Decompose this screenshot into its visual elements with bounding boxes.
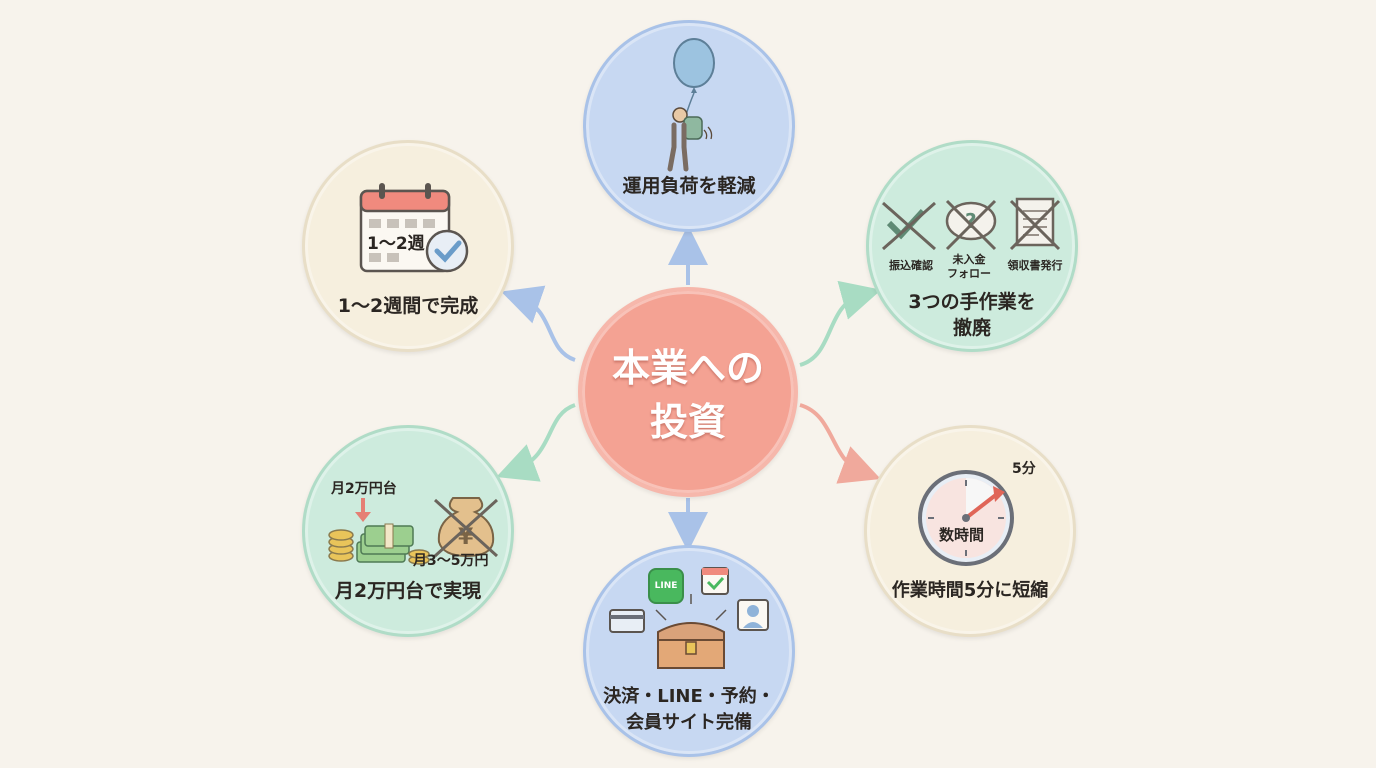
node-remove-manual-tasks: ? 振込確認 未入金 フォロー 領収書発行 3つの手作業を 撤廃 xyxy=(866,140,1078,352)
node-remove-manual-tasks-line2: 撤廃 xyxy=(952,317,991,339)
task-deposit-check: 振込確認 xyxy=(889,259,933,272)
node-complete-weeks-label: 1〜2週間で完成 xyxy=(337,295,479,317)
arrow-to-bottom-left xyxy=(496,403,576,482)
node-low-cost: 月2万円台 ¥ 月3〜5万円 月2万円台で実現 xyxy=(302,425,514,637)
money-icon: ¥ xyxy=(328,497,499,565)
clock-center-text: 数時間 xyxy=(939,526,985,544)
calendar-icon xyxy=(359,183,469,273)
task-unpaid-followup: 未入金 フォロー xyxy=(947,253,991,280)
node-reduce-load: 運用負荷を軽減 xyxy=(583,20,795,232)
crossed-task-icons: ? xyxy=(882,197,1061,251)
cost-after-text: 月2万円台 xyxy=(331,481,397,497)
node-full-features-line2: 会員サイト完備 xyxy=(626,712,752,733)
feature-chest-icon xyxy=(609,567,769,669)
node-remove-manual-tasks-label: 3つの手作業を 撤廃 xyxy=(869,289,1075,341)
center-title: 本業への 投資 xyxy=(582,341,794,449)
arrow-to-top-left xyxy=(501,285,576,362)
node-reduce-load-label: 運用負荷を軽減 xyxy=(622,175,756,197)
clock-marker-text: 5分 xyxy=(1012,461,1036,477)
node-full-features: LINE 決済・LINE・予約・ 会員サイト完備 xyxy=(583,545,795,757)
center-title-line1: 本業への xyxy=(611,346,764,390)
cost-before-text: 月3〜5万円 xyxy=(413,553,489,569)
node-time-saving: 5分 数時間 作業時間5分に短縮 xyxy=(864,425,1076,637)
node-time-saving-label: 作業時間5分に短縮 xyxy=(891,580,1049,601)
arrow-to-bottom-right xyxy=(799,403,881,484)
line-app-icon: LINE xyxy=(648,568,684,604)
clock-icon xyxy=(918,470,1014,566)
center-title-line2: 投資 xyxy=(649,400,726,444)
arrow-to-top-right xyxy=(799,280,882,367)
node-low-cost-label: 月2万円台で実現 xyxy=(334,580,482,602)
node-full-features-label: 決済・LINE・予約・ 会員サイト完備 xyxy=(586,684,792,736)
svg-text:?: ? xyxy=(965,209,977,233)
node-remove-manual-tasks-line1: 3つの手作業を xyxy=(908,291,1036,313)
center-node: 本業への 投資 xyxy=(578,287,798,497)
node-complete-weeks: 1〜2週 1〜2週間で完成 xyxy=(302,140,514,352)
task-receipt-issue: 領収書発行 xyxy=(1007,259,1063,272)
calendar-text: 1〜2週 xyxy=(367,234,425,254)
node-full-features-line1: 決済・LINE・予約・ xyxy=(603,686,775,707)
balloon-person-icon xyxy=(667,38,715,172)
